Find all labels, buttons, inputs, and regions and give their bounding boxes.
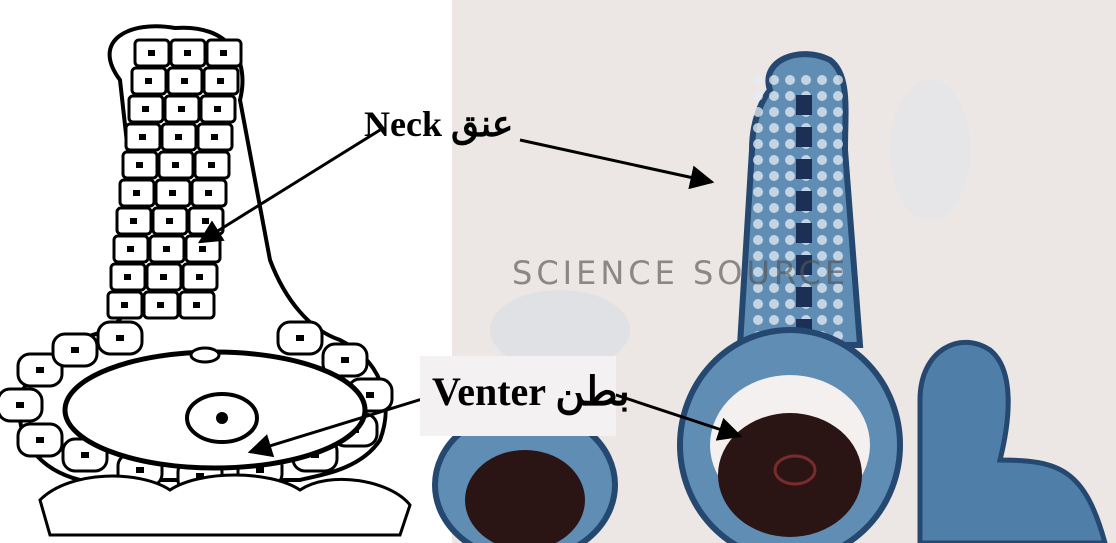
archegonium-drawing: [0, 26, 410, 535]
foot-cells: [40, 475, 410, 535]
egg-nucleus: [216, 412, 228, 424]
micrograph-egg: [718, 413, 862, 537]
venter-label: Venter بطن: [432, 372, 630, 412]
neck-label: Neck عنق: [364, 106, 513, 142]
watermark: SCIENCE SOURCE: [512, 254, 849, 292]
micrograph: SCIENCE SOURCE: [435, 0, 1116, 543]
venter-canal-cell: [191, 348, 219, 362]
